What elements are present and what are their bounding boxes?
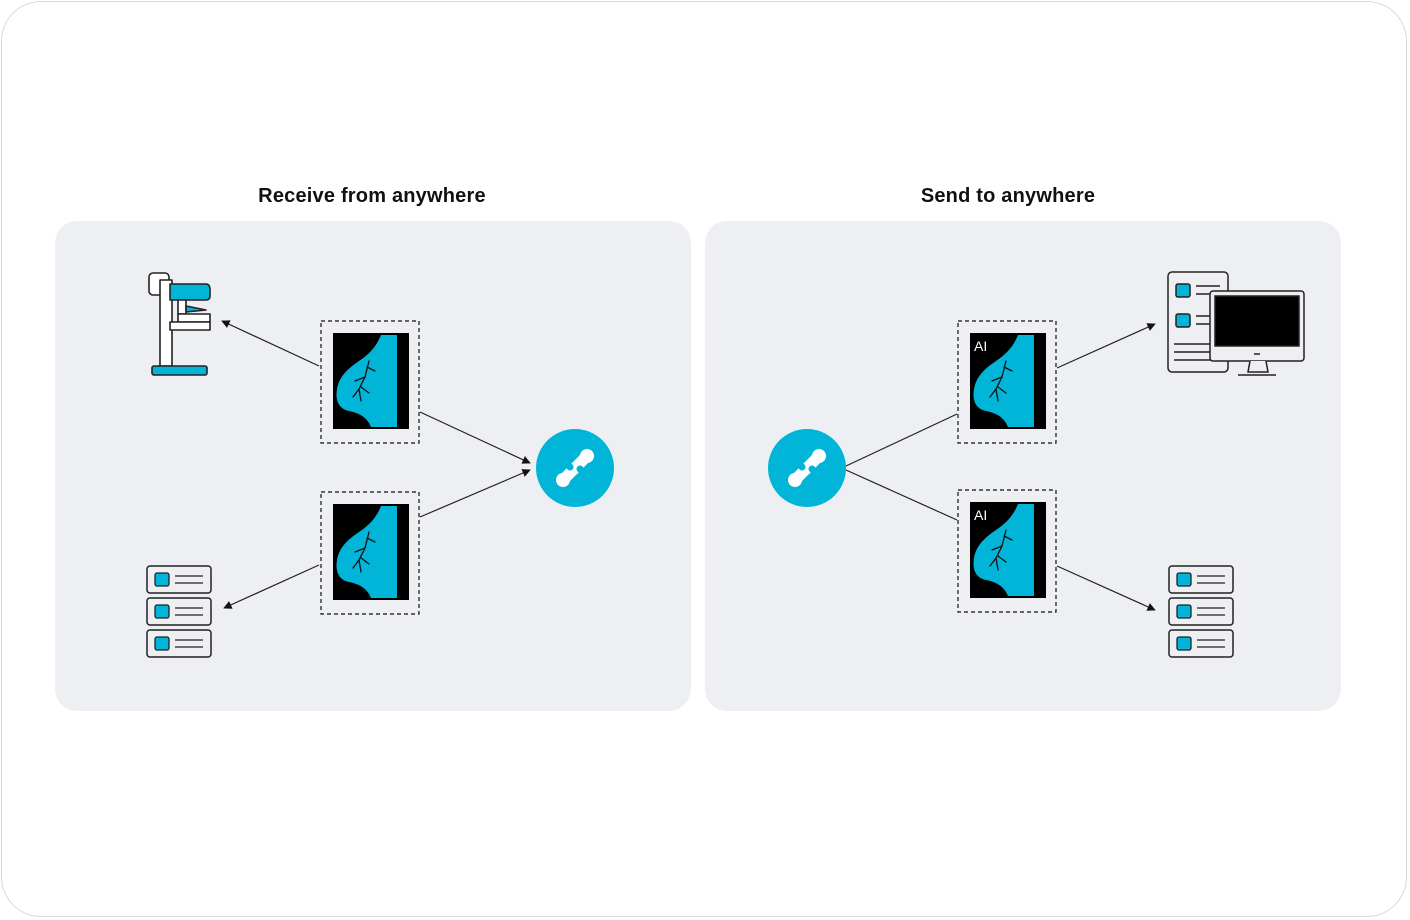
hub-link-icon bbox=[768, 429, 846, 507]
mammogram-image-icon: AI bbox=[957, 489, 1057, 613]
mammogram-image-icon bbox=[320, 320, 420, 444]
ai-badge: AI bbox=[974, 507, 987, 523]
receive-heading: Receive from anywhere bbox=[258, 185, 486, 207]
receive-arrows bbox=[221, 320, 531, 609]
server-rack-icon bbox=[146, 565, 212, 658]
mammogram-image-icon bbox=[320, 491, 420, 615]
send-heading: Send to anywhere bbox=[920, 185, 1096, 207]
server-rack-icon bbox=[1168, 565, 1234, 658]
ai-badge: AI bbox=[974, 338, 987, 354]
mammogram-image-icon: AI bbox=[957, 320, 1057, 444]
workstation-monitor-icon bbox=[1167, 271, 1305, 376]
mammography-machine-icon bbox=[148, 272, 211, 376]
send-arrows bbox=[845, 323, 1156, 611]
hub-link-icon bbox=[536, 429, 614, 507]
